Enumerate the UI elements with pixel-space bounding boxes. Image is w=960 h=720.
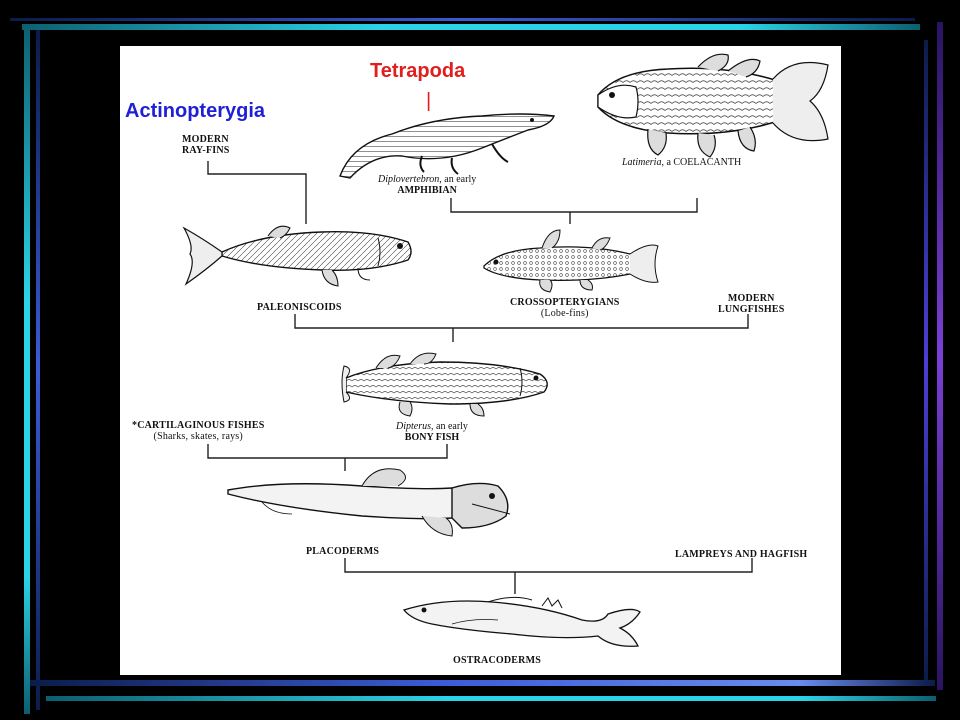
placoderm-illustration	[227, 468, 511, 537]
label-crossopterygians-line1: CROSSOPTERYGIANS	[510, 297, 620, 308]
caption-diplovertebron-rest: , an early	[439, 174, 477, 185]
species-dipterus: Dipterus	[396, 421, 431, 432]
caption-bony-fish: Dipterus, an early BONY FISH	[396, 421, 468, 443]
crossopterygian-illustration	[483, 229, 659, 293]
dipterus-illustration	[341, 352, 548, 417]
label-placoderms: PLACODERMS	[306, 546, 380, 557]
label-modern-lungfishes: MODERN LUNGFISHES	[718, 293, 784, 315]
species-diplovertebron: Diplovertebron	[378, 174, 440, 185]
label-modern-lungfishes-line1: MODERN	[727, 293, 775, 304]
frame-right-violet	[937, 22, 943, 690]
frame-top-blue	[10, 18, 915, 21]
label-cartilaginous-line2: (Sharks, skates, rays)	[153, 431, 243, 442]
frame-bottom-cyan	[46, 696, 936, 701]
coelacanth-illustration	[597, 53, 829, 158]
frame-bottom-blue	[30, 680, 935, 686]
frame-left-blue	[36, 30, 40, 710]
paleoniscoid-illustration	[182, 225, 412, 287]
tetrapoda-mark: |	[426, 90, 432, 112]
caption-dipterus-rest: , an early	[431, 421, 468, 432]
tree-connectors	[207, 161, 753, 594]
frame-left-cyan	[24, 24, 30, 714]
label-amphibian: AMPHIBIAN	[397, 185, 457, 196]
frame-right-blue	[924, 40, 928, 680]
label-paleoniscoids: PALEONISCOIDS	[257, 302, 342, 313]
species-latimeria: Latimeria	[622, 157, 662, 168]
label-modern-lungfishes-line2: LUNGFISHES	[718, 304, 785, 315]
label-lobe-fins: (Lobe-fins)	[540, 308, 589, 319]
label-modern-ray-fins-line1: MODERN	[182, 134, 229, 145]
label-lampreys-hagfish: LAMPREYS AND HAGFISH	[675, 549, 808, 560]
label-bony-fish: BONY FISH	[404, 432, 460, 443]
caption-latimeria-rest: , a COELACANTH	[661, 157, 742, 168]
ostracoderm-illustration	[402, 596, 641, 647]
diagram-panel: Actinopterygia Tetrapoda | MODERN RAY-FI…	[120, 46, 841, 675]
frame-top-cyan	[22, 24, 920, 30]
caption-amphibian-line1: Diplovertebron, an early	[378, 174, 476, 185]
actinopterygia-heading: Actinopterygia	[125, 100, 266, 122]
tetrapoda-heading: Tetrapoda	[370, 60, 466, 82]
amphibian-illustration	[339, 113, 555, 179]
caption-amphibian: Diplovertebron, an early AMPHIBIAN	[378, 174, 476, 196]
label-cartilaginous-line1: *CARTILAGINOUS FISHES	[132, 420, 265, 431]
caption-bony-fish-line1: Dipterus, an early	[396, 421, 468, 432]
label-cartilaginous-fishes: *CARTILAGINOUS FISHES (Sharks, skates, r…	[132, 420, 265, 442]
label-ostracoderms: OSTRACODERMS	[453, 655, 541, 666]
label-modern-ray-fins-line2: RAY-FINS	[182, 145, 230, 156]
label-crossopterygians: CROSSOPTERYGIANS (Lobe-fins)	[510, 297, 620, 319]
label-modern-ray-fins: MODERN RAY-FINS	[182, 134, 230, 156]
caption-coelacanth: Latimeria, a COELACANTH	[622, 157, 741, 168]
